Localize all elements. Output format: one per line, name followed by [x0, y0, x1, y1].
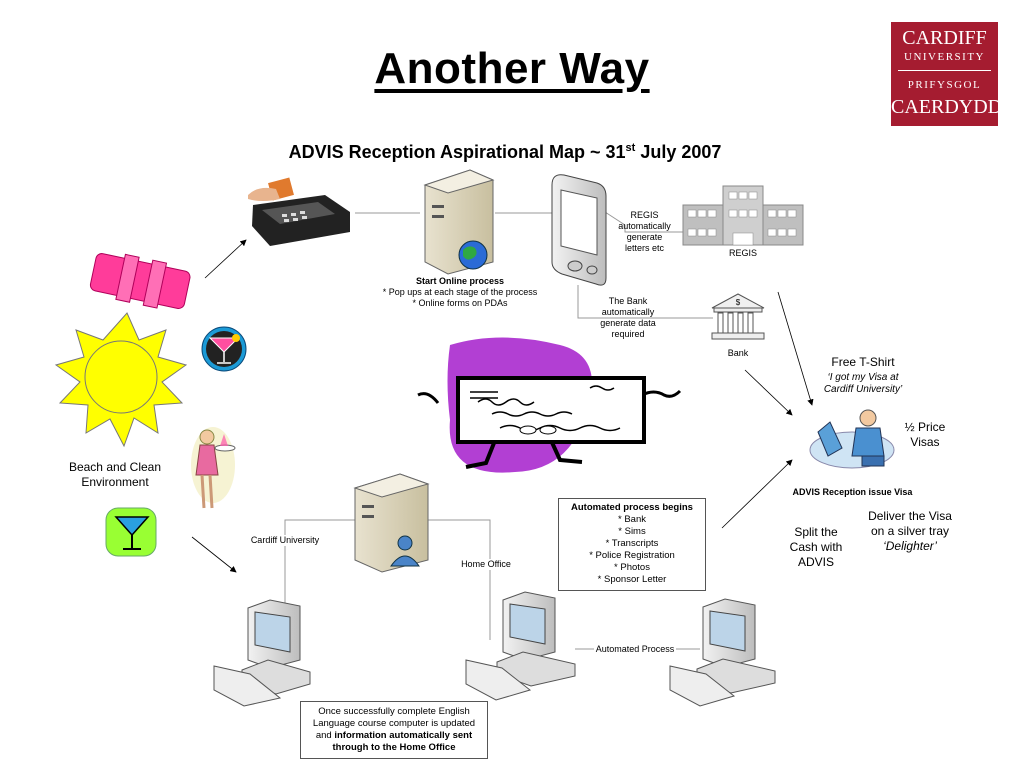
regis-label: REGIS — [728, 248, 757, 258]
cardiff-university-logo: CARDIFF UNIVERSITY PRIFYSGOL CAERDYDD — [891, 22, 1003, 126]
deliver-line-3: ‘Delighter’ — [883, 539, 937, 553]
free-tshirt-label: Free T-Shirt — [831, 355, 895, 369]
english-box-line-3: and information automatically sent — [305, 730, 483, 742]
computer-icon — [213, 599, 311, 707]
bank-label: Bank — [727, 348, 749, 358]
waitress-icon — [191, 427, 236, 509]
beach-line-2: Environment — [81, 475, 149, 489]
logo-line-3: PRIFYSGOL — [907, 79, 982, 91]
towel-icon — [89, 253, 191, 309]
english-box-line-3-plain: and — [315, 730, 335, 741]
advis-reception-label: ADVIS Reception issue Visa — [792, 487, 913, 497]
online-process-line-1: * Pop ups at each stage of the process — [382, 287, 538, 297]
automated-process-box: Automated process begins * Bank * Sims *… — [558, 498, 706, 591]
cardiff-university-label: Cardiff University — [245, 535, 325, 546]
flow-arrows — [191, 239, 814, 573]
half-price-line-2: Visas — [910, 435, 940, 449]
regis-note: REGIS automatically generate letters etc — [612, 210, 677, 254]
beach-label: Beach and Clean Environment — [62, 460, 168, 490]
cheque-icon — [417, 337, 682, 473]
online-process-note: Start Online process * Pop ups at each s… — [360, 276, 560, 309]
bank-icon: $ — [711, 293, 765, 340]
tshirt-slogan-line-2: Cardiff University’ — [823, 384, 903, 395]
bank-note-line: The Bank — [608, 296, 648, 306]
automated-box-item: * Sponsor Letter — [597, 574, 667, 585]
deliver-line-1: Deliver the Visa — [868, 509, 952, 523]
split-line-3: ADVIS — [797, 555, 834, 569]
regis-note-line: letters etc — [624, 243, 664, 253]
split-line-2: Cash with — [789, 540, 843, 554]
split-cash-label: Split the Cash with ADVIS — [778, 525, 854, 570]
english-box-line-2: Language course computer is updated — [312, 718, 476, 729]
english-box-line-1: Once successfully complete English — [318, 706, 470, 717]
split-line-1: Split the — [794, 525, 838, 539]
online-process-line-2: * Online forms on PDAs — [412, 298, 508, 308]
sun-icon — [54, 312, 188, 448]
english-box-line-4: through to the Home Office — [332, 742, 456, 753]
logo-line-2: UNIVERSITY — [904, 51, 985, 63]
automated-box-item: * Police Registration — [589, 550, 675, 561]
slide-title: Another Way — [374, 44, 650, 93]
english-box-line-3-bold: information automatically sent — [334, 730, 473, 741]
svg-text:$: $ — [736, 298, 741, 307]
server-user-icon — [353, 473, 430, 573]
cocktail-icon — [201, 326, 247, 372]
computer-icon-3 — [669, 598, 776, 707]
pda-icon — [551, 174, 607, 286]
automated-box-item: * Transcripts — [605, 538, 659, 549]
deliver-line-2: on a silver tray — [870, 524, 950, 538]
diagram-subtitle: ADVIS Reception Aspirational Map ~ 31st … — [0, 142, 1010, 163]
building-icon — [682, 185, 804, 246]
online-process-title: Start Online process — [415, 276, 505, 286]
bank-note-line: required — [611, 329, 645, 339]
automated-box-title: Automated process begins — [571, 502, 693, 513]
automated-box-item: * Sims — [618, 526, 646, 537]
bank-note-line: automatically — [601, 307, 655, 317]
regis-note-line: generate — [626, 232, 663, 242]
automated-process-label: Automated Process — [594, 644, 676, 655]
automated-box-item: * Bank — [618, 514, 646, 525]
bank-note-line: generate data — [600, 318, 656, 328]
beach-line-1: Beach and Clean — [68, 460, 162, 474]
subtitle-text: ADVIS Reception Aspirational Map ~ 31 — [288, 142, 626, 162]
server-globe-icon — [423, 169, 495, 275]
logo-line-1: CARDIFF — [902, 27, 987, 49]
receptionist-icon — [809, 409, 895, 469]
english-course-box: Once successfully complete English Langu… — [300, 701, 488, 759]
automated-box-item: * Photos — [614, 562, 650, 573]
deliver-visa-label: Deliver the Visa on a silver tray ‘Delig… — [855, 509, 965, 554]
half-price-line-1: ½ Price — [904, 420, 946, 434]
logo-line-4: CAERDYDD — [891, 96, 1003, 118]
subtitle-end: July 2007 — [635, 142, 722, 162]
regis-note-line: automatically — [618, 221, 671, 231]
card-terminal-icon — [248, 177, 350, 246]
regis-note-line: REGIS — [630, 210, 659, 220]
tshirt-slogan: ‘I got my Visa at Cardiff University’ — [798, 372, 928, 396]
home-office-label: Home Office — [455, 559, 517, 570]
cocktail-icon-2 — [105, 507, 157, 557]
bank-note: The Bank automatically generate data req… — [592, 296, 664, 340]
computer-icon-2 — [465, 591, 576, 701]
tshirt-slogan-line-1: ‘I got my Visa at — [827, 372, 899, 383]
logo-divider — [898, 70, 991, 71]
half-price-label: ½ Price Visas — [890, 420, 960, 450]
subtitle-sup: st — [625, 142, 636, 154]
